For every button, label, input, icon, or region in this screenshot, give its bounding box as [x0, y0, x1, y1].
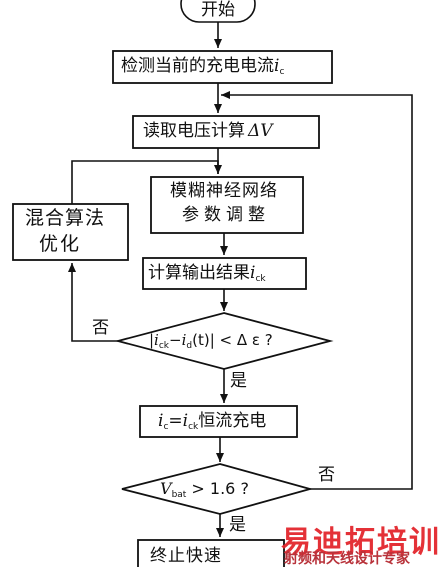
- detect-current-box: [112, 50, 333, 84]
- read-voltage-text: 读取电压计算: [143, 121, 245, 141]
- watermark-tagline: 射频和天线设计专家: [284, 551, 410, 567]
- watermark-brand: 易迪拓培训: [281, 525, 438, 560]
- start-label: 开始: [201, 0, 235, 20]
- output-label: 计算输出结果ick: [148, 265, 266, 284]
- const-suffix: 恒流充电: [198, 411, 267, 431]
- arrow-no1-to-hybrid: [68, 263, 118, 342]
- hybrid-line-2: 优化: [39, 233, 82, 255]
- const-sub2: ck: [188, 422, 199, 432]
- detect-current-text: 检测当前的充电电流: [121, 56, 274, 76]
- detect-current-var: i: [274, 56, 280, 76]
- cond1-sub2: d: [186, 341, 193, 351]
- cond1-part2: −i: [169, 331, 187, 349]
- fuzzy-line-2: 参数调整: [182, 205, 270, 225]
- cond1-part1: |i: [149, 331, 159, 349]
- output-sub: ck: [255, 274, 266, 284]
- fuzzy-line-1: 模糊神经网络: [170, 181, 278, 201]
- const-sub1: c: [163, 422, 169, 432]
- edge-label-no-1: 否: [92, 318, 109, 338]
- const-var1: i: [158, 411, 164, 431]
- detect-current-label: 检测当前的充电电流ic: [121, 58, 284, 77]
- constant-current-label: ic=ick恒流充电: [158, 413, 266, 432]
- edge-label-no-2: 否: [318, 465, 335, 485]
- output-box: [142, 257, 307, 290]
- stop-box: [137, 539, 285, 567]
- constant-current-box: [139, 405, 298, 438]
- hybrid-algorithm-box: [12, 203, 129, 261]
- cond2-var: V: [160, 479, 172, 498]
- output-text: 计算输出结果: [148, 263, 250, 283]
- decision-1-label: |ick−id(t)| < Δ ε ?: [149, 333, 273, 351]
- cond1-sub1: ck: [158, 341, 170, 351]
- read-voltage-var: ΔV: [248, 121, 273, 141]
- arrow-no2-loop: [221, 91, 413, 490]
- detect-current-sub: c: [279, 67, 285, 77]
- arrow-hybrid-to-fuzzy: [71, 160, 219, 204]
- edge-label-yes-1: 是: [230, 371, 247, 391]
- hybrid-line-1: 混合算法: [25, 207, 106, 229]
- output-var: i: [250, 263, 256, 283]
- fuzzy-nn-box: [150, 176, 304, 234]
- stop-label: 终止快速: [150, 546, 222, 566]
- cond1-part3: (t)| < Δ ε ?: [192, 331, 273, 349]
- const-eq: =i: [168, 411, 189, 431]
- cond2-sub: bat: [171, 490, 187, 500]
- edge-label-yes-2: 是: [229, 515, 246, 535]
- decision-2-label: Vbat > 1.6 ?: [160, 481, 249, 500]
- read-voltage-box: [132, 115, 320, 149]
- cond2-rest: > 1.6 ?: [186, 479, 249, 498]
